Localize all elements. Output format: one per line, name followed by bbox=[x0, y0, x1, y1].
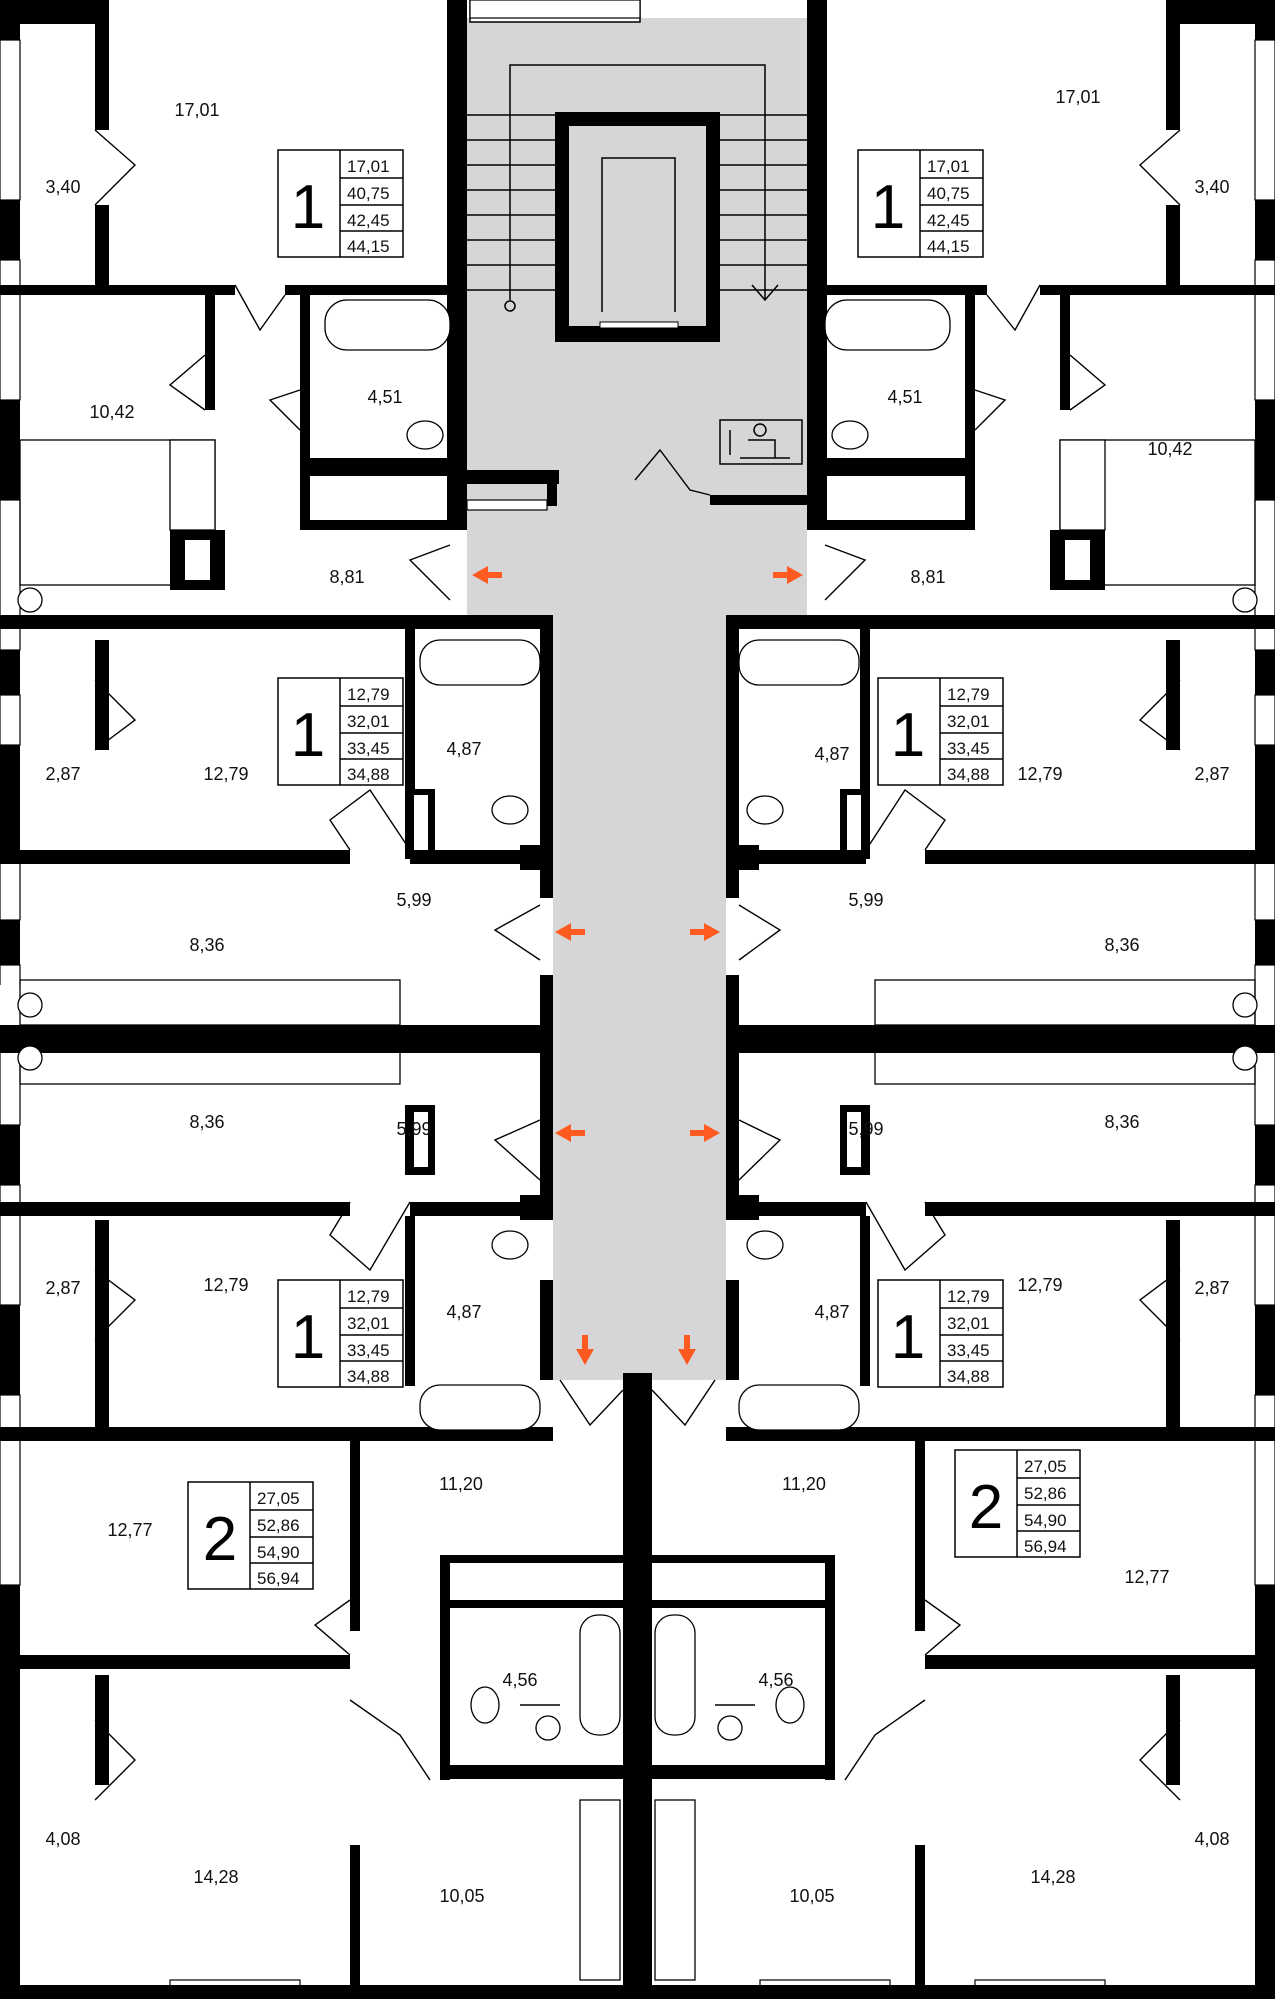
apt-room-count: 1 bbox=[891, 701, 925, 770]
apt-area: 12,79 bbox=[947, 685, 990, 704]
apt-area: 34,88 bbox=[347, 1367, 390, 1386]
room-area: 17,01 bbox=[174, 100, 219, 120]
exit-arrows bbox=[472, 566, 803, 1365]
room-area: 4,51 bbox=[367, 387, 402, 407]
room-area: 2,87 bbox=[45, 764, 80, 784]
apt-room-count: 2 bbox=[203, 1505, 237, 1574]
room-area: 5,99 bbox=[396, 890, 431, 910]
room-area: 12,77 bbox=[107, 1520, 152, 1540]
apt-area: 44,15 bbox=[927, 237, 970, 256]
elevator-shaft bbox=[555, 112, 720, 342]
room-area: 12,79 bbox=[203, 764, 248, 784]
apt-area: 40,75 bbox=[347, 184, 390, 203]
room-area: 12,79 bbox=[1017, 764, 1062, 784]
room-area: 8,81 bbox=[910, 567, 945, 587]
apt-room-count: 1 bbox=[291, 173, 325, 242]
apt-area: 52,86 bbox=[257, 1516, 300, 1535]
room-area: 3,40 bbox=[1194, 177, 1229, 197]
room-area: 12,77 bbox=[1124, 1567, 1169, 1587]
room-area: 8,36 bbox=[1104, 935, 1139, 955]
apt-area: 12,79 bbox=[347, 685, 390, 704]
apt-area: 33,45 bbox=[347, 1341, 390, 1360]
room-area: 8,81 bbox=[329, 567, 364, 587]
apt-room-count: 1 bbox=[291, 1303, 325, 1372]
apt-area: 54,90 bbox=[1024, 1511, 1067, 1530]
apt-area: 33,45 bbox=[947, 1341, 990, 1360]
room-area-labels: 17,01 3,40 10,42 4,51 8,81 17,01 3,40 10… bbox=[45, 87, 1229, 1906]
bathroom-fixtures bbox=[17, 299, 1258, 1741]
room-area: 4,51 bbox=[887, 387, 922, 407]
room-area: 14,28 bbox=[193, 1867, 238, 1887]
room-area: 8,36 bbox=[189, 1112, 224, 1132]
apt-room-count: 1 bbox=[871, 173, 905, 242]
room-area: 4,56 bbox=[758, 1670, 793, 1690]
apt-area: 42,45 bbox=[347, 211, 390, 230]
room-area: 10,05 bbox=[439, 1886, 484, 1906]
apt-area: 17,01 bbox=[347, 157, 390, 176]
room-area: 17,01 bbox=[1055, 87, 1100, 107]
apt-room-count: 1 bbox=[891, 1303, 925, 1372]
wheelchair-icon bbox=[719, 419, 803, 465]
apt-area: 56,94 bbox=[1024, 1537, 1067, 1556]
apt-room-count: 2 bbox=[969, 1473, 1003, 1542]
room-area: 3,40 bbox=[45, 177, 80, 197]
apt-area: 34,88 bbox=[947, 765, 990, 784]
apartment-info-boxes bbox=[187, 149, 1081, 1590]
doors bbox=[94, 129, 1181, 1801]
apt-area: 17,01 bbox=[927, 157, 970, 176]
room-area: 12,79 bbox=[1017, 1275, 1062, 1295]
apt-area: 32,01 bbox=[947, 712, 990, 731]
apt-area: 54,90 bbox=[257, 1543, 300, 1562]
room-area: 5,99 bbox=[396, 1119, 431, 1139]
apt-area: 56,94 bbox=[257, 1569, 300, 1588]
room-area: 2,87 bbox=[45, 1278, 80, 1298]
apt-area: 42,45 bbox=[927, 211, 970, 230]
room-area: 5,99 bbox=[848, 1119, 883, 1139]
room-area: 4,08 bbox=[1194, 1829, 1229, 1849]
apt-area: 44,15 bbox=[347, 237, 390, 256]
apt-area: 27,05 bbox=[1024, 1457, 1067, 1476]
apt-area: 12,79 bbox=[947, 1287, 990, 1306]
room-area: 10,42 bbox=[89, 402, 134, 422]
apt-area: 32,01 bbox=[347, 1314, 390, 1333]
apt-area: 40,75 bbox=[927, 184, 970, 203]
apt-area: 12,79 bbox=[347, 1287, 390, 1306]
room-area: 12,79 bbox=[203, 1275, 248, 1295]
apt-area: 34,88 bbox=[347, 765, 390, 784]
room-area: 8,36 bbox=[189, 935, 224, 955]
room-area: 4,87 bbox=[446, 739, 481, 759]
room-area: 10,05 bbox=[789, 1886, 834, 1906]
apt-room-count: 1 bbox=[291, 701, 325, 770]
room-area: 5,99 bbox=[848, 890, 883, 910]
room-area: 10,42 bbox=[1147, 439, 1192, 459]
room-area: 4,08 bbox=[45, 1829, 80, 1849]
room-area: 11,20 bbox=[782, 1474, 826, 1494]
room-area: 11,20 bbox=[439, 1474, 483, 1494]
apt-area: 52,86 bbox=[1024, 1484, 1067, 1503]
apt-area: 32,01 bbox=[947, 1314, 990, 1333]
room-area: 4,56 bbox=[502, 1670, 537, 1690]
apt-area: 34,88 bbox=[947, 1367, 990, 1386]
room-area: 2,87 bbox=[1194, 764, 1229, 784]
room-area: 4,87 bbox=[814, 744, 849, 764]
apartment-labels: 1 17,01 40,75 42,45 44,15 1 17,01 40,75 … bbox=[203, 157, 1067, 1588]
apt-area: 32,01 bbox=[347, 712, 390, 731]
room-area: 4,87 bbox=[446, 1302, 481, 1322]
apt-area: 33,45 bbox=[947, 739, 990, 758]
room-area: 14,28 bbox=[1030, 1867, 1075, 1887]
apt-area: 27,05 bbox=[257, 1489, 300, 1508]
room-area: 8,36 bbox=[1104, 1112, 1139, 1132]
room-area: 2,87 bbox=[1194, 1278, 1229, 1298]
apt-area: 33,45 bbox=[347, 739, 390, 758]
room-area: 4,87 bbox=[814, 1302, 849, 1322]
